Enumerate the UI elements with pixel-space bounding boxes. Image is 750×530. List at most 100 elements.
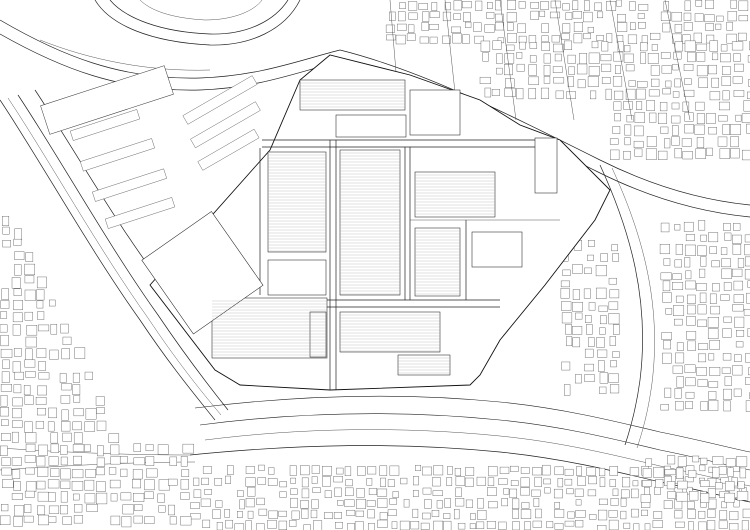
building <box>628 80 636 87</box>
building <box>312 487 321 493</box>
building <box>727 11 737 22</box>
building <box>12 408 22 419</box>
building <box>279 491 287 498</box>
building <box>462 1 472 9</box>
building <box>398 11 406 22</box>
building <box>673 305 685 316</box>
building <box>741 113 750 123</box>
building <box>415 464 422 471</box>
building <box>345 487 354 497</box>
building <box>565 324 572 335</box>
building <box>212 509 221 519</box>
building <box>725 458 736 467</box>
building <box>444 498 451 508</box>
building <box>597 349 608 358</box>
building <box>748 79 750 87</box>
building <box>1 433 11 441</box>
building <box>202 466 212 474</box>
building <box>84 371 93 380</box>
building <box>732 244 742 255</box>
building <box>60 480 71 489</box>
building <box>617 14 626 23</box>
building <box>38 324 50 332</box>
building <box>700 493 710 503</box>
building <box>356 498 366 509</box>
building <box>697 319 707 327</box>
building <box>588 476 597 485</box>
building <box>599 372 609 384</box>
building <box>725 481 735 492</box>
building <box>672 125 679 136</box>
building <box>611 244 618 252</box>
building <box>634 125 644 137</box>
building <box>377 519 388 528</box>
building <box>722 353 732 361</box>
building <box>700 457 708 465</box>
building <box>711 77 720 88</box>
building <box>345 479 353 487</box>
building <box>303 524 311 530</box>
building <box>715 23 722 30</box>
building <box>711 260 720 268</box>
building <box>744 269 750 280</box>
building <box>520 487 530 496</box>
building <box>432 477 441 487</box>
building <box>11 431 19 443</box>
street-line <box>554 0 575 121</box>
building <box>696 52 706 62</box>
building <box>577 476 586 486</box>
building <box>447 466 453 475</box>
building <box>428 24 439 30</box>
building <box>133 493 145 502</box>
building <box>660 404 669 411</box>
building <box>684 0 691 11</box>
building <box>553 43 564 53</box>
building <box>25 252 34 262</box>
building <box>624 124 632 136</box>
building <box>687 340 696 351</box>
building <box>535 508 542 519</box>
building <box>698 521 707 530</box>
building <box>190 513 201 520</box>
building <box>615 65 621 74</box>
building <box>685 280 696 290</box>
building <box>157 493 165 503</box>
building <box>700 401 709 411</box>
building <box>613 101 622 111</box>
building <box>616 35 624 43</box>
building <box>745 377 750 385</box>
building <box>730 124 742 135</box>
building <box>572 289 580 300</box>
building <box>710 305 720 315</box>
building <box>623 101 633 110</box>
building <box>572 11 582 19</box>
building <box>431 510 440 517</box>
building <box>25 443 36 452</box>
building <box>733 223 741 231</box>
building <box>609 138 619 145</box>
building <box>387 509 397 516</box>
building <box>554 502 560 509</box>
building <box>674 510 683 519</box>
building <box>712 466 720 478</box>
building <box>465 467 475 476</box>
building <box>671 102 680 110</box>
building <box>727 467 734 477</box>
building <box>225 475 231 484</box>
building <box>62 336 72 345</box>
building <box>720 247 728 255</box>
building <box>245 466 255 474</box>
building <box>96 481 106 492</box>
building <box>674 148 682 159</box>
building <box>566 91 576 99</box>
building <box>109 479 121 489</box>
building <box>120 468 128 477</box>
building <box>683 12 692 21</box>
building <box>674 78 681 88</box>
building <box>684 112 694 122</box>
building <box>469 523 476 529</box>
building <box>237 490 244 497</box>
building <box>47 479 60 489</box>
building <box>698 343 709 350</box>
building <box>11 493 23 500</box>
